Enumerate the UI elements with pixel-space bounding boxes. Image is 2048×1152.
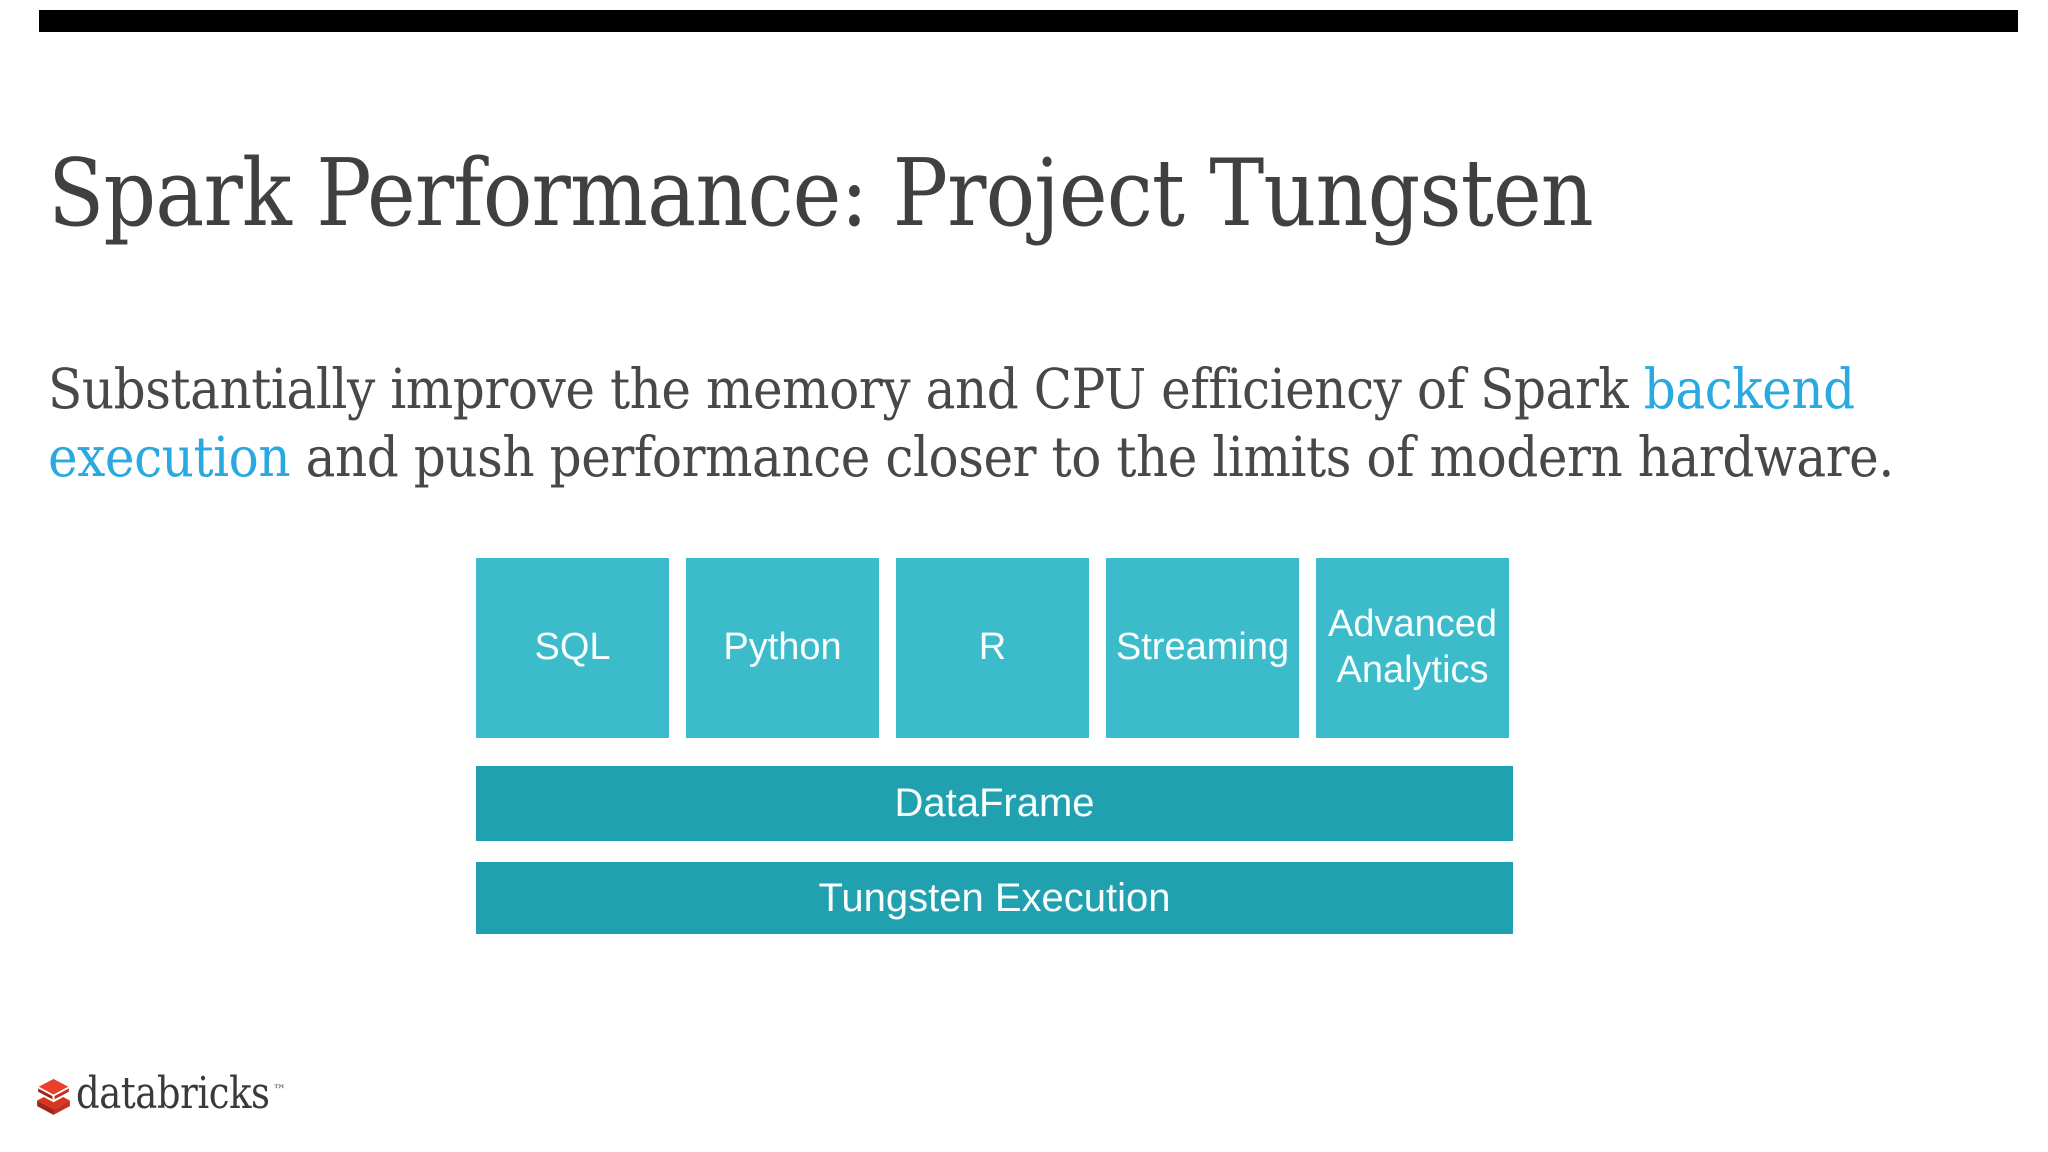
subtitle-highlight-backend: backend	[1643, 357, 1855, 421]
slide-title: Spark Performance: Project Tungsten	[48, 139, 1594, 248]
subtitle-line2-text: and push performance closer to the limit…	[290, 425, 1895, 489]
api-box-sql: SQL	[476, 558, 669, 738]
api-box-streaming: Streaming	[1106, 558, 1299, 738]
api-box-r: R	[896, 558, 1089, 738]
api-box-advanced-analytics: Advanced Analytics	[1316, 558, 1509, 738]
tungsten-execution-layer: Tungsten Execution	[476, 862, 1513, 934]
subtitle-highlight-execution: execution	[48, 425, 291, 489]
top-accent-bar	[39, 10, 2018, 32]
dataframe-layer: DataFrame	[476, 766, 1513, 841]
trademark-symbol: ™	[273, 1083, 286, 1098]
databricks-bricks-icon	[36, 1077, 71, 1115]
api-box-python: Python	[686, 558, 879, 738]
api-boxes-row: SQL Python R Streaming Advanced Analytic…	[476, 558, 1509, 738]
slide-subtitle: Substantially improve the memory and CPU…	[48, 355, 1894, 491]
subtitle-line1-text: Substantially improve the memory and CPU…	[48, 357, 1644, 421]
databricks-wordmark: databricks	[76, 1068, 270, 1119]
